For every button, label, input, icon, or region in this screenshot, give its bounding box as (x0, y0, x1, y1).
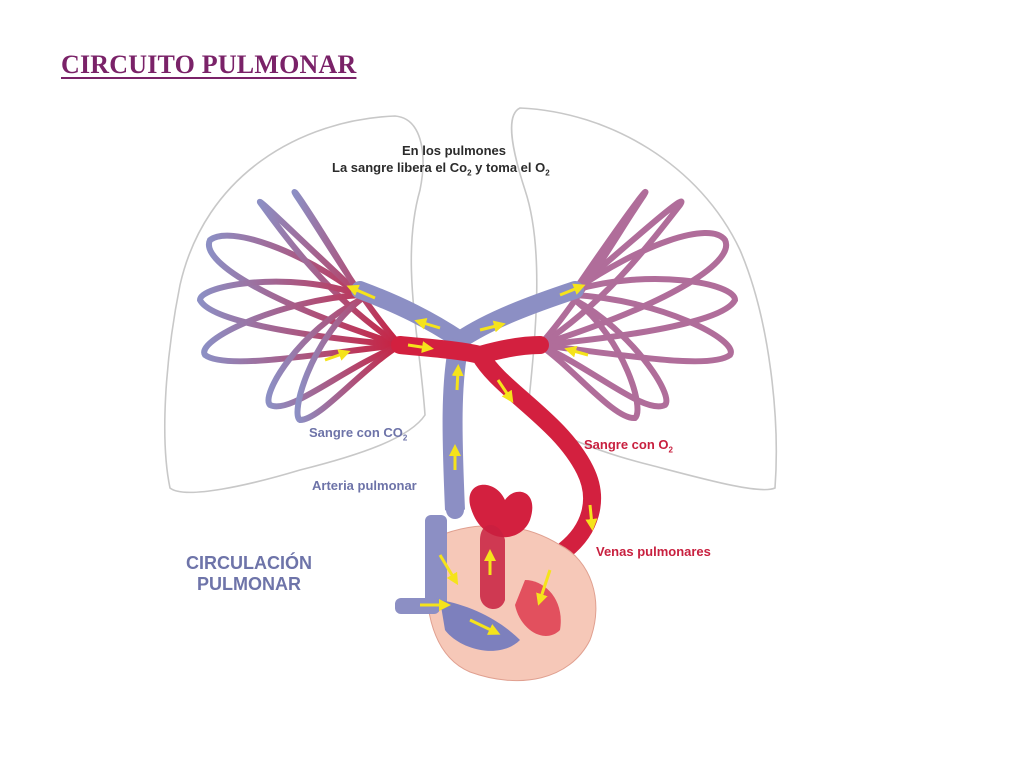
pulmonary-artery (351, 281, 584, 519)
heart (395, 484, 597, 682)
circulation-title-line1: CIRCULACIÓN (186, 553, 312, 573)
o2-blood-label: Sangre con O2 (584, 437, 673, 455)
circulation-title-line2: PULMONAR (197, 574, 301, 594)
co2-blood-label: Sangre con CO2 (309, 425, 408, 443)
right-capillary-loops (537, 188, 739, 421)
flow-arrows (324, 283, 598, 531)
lungs-note-line1: En los pulmones (402, 143, 507, 158)
lungs-note-line2: La sangre libera el Co2 y toma el O2 (332, 160, 550, 178)
left-capillary-loops (196, 188, 403, 424)
slide-title: CIRCUITO PULMONAR (61, 50, 357, 79)
pulmonary-artery-label: Arteria pulmonar (312, 478, 417, 493)
pulmonary-veins-label: Venas pulmonares (596, 544, 711, 559)
right-lung-outline (510, 107, 777, 491)
left-lung-outline (164, 115, 426, 494)
circulation-title: CIRCULACIÓN PULMONAR (186, 553, 312, 595)
